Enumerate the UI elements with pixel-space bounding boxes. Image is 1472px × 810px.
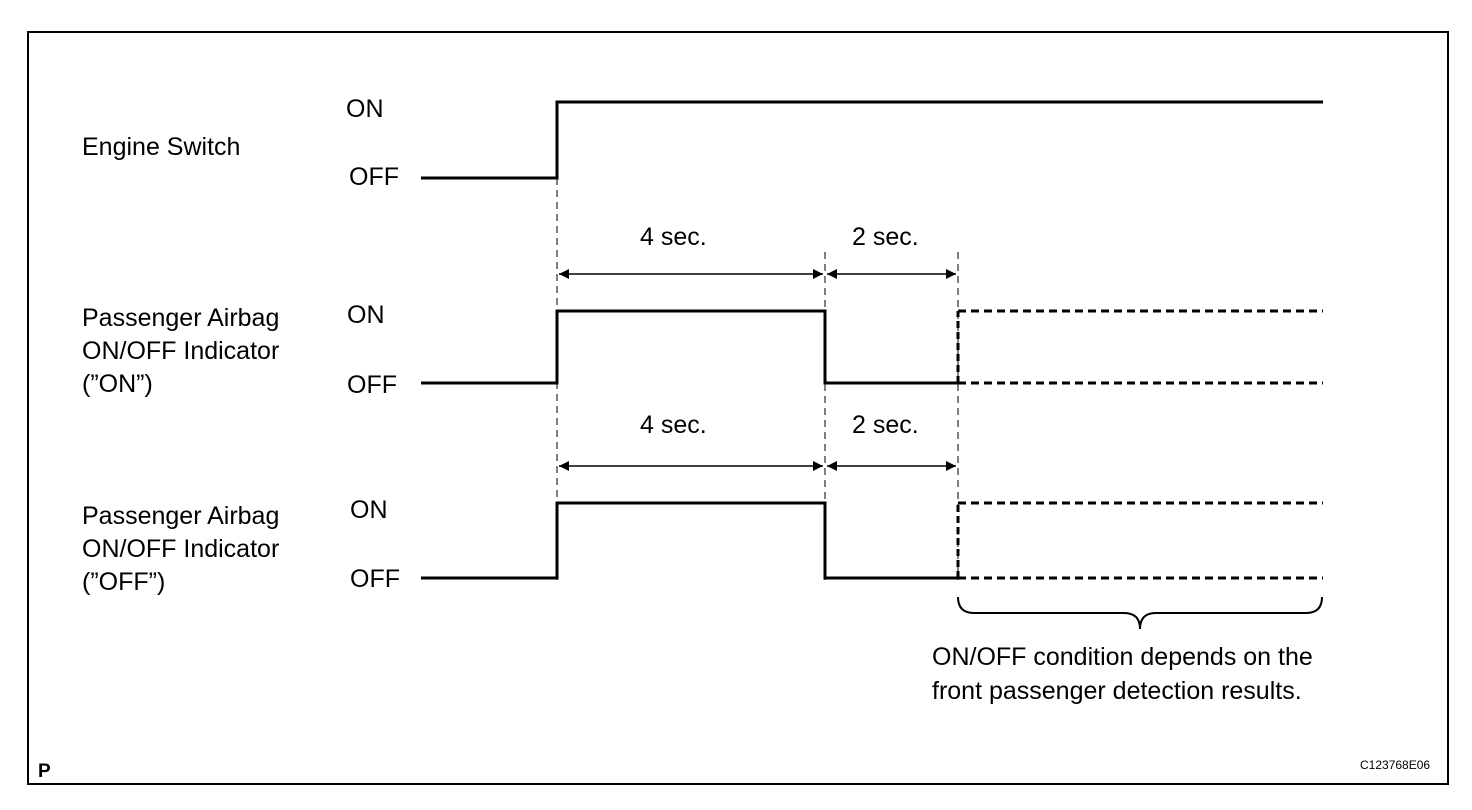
indicator-on-label-line3: (”ON”) (82, 370, 153, 398)
indicator-on-off-label: OFF (347, 371, 397, 399)
undetermined-region-brace (957, 596, 1323, 630)
figure-code: C123768E06 (1360, 758, 1430, 772)
interval-4sec-label-2: 4 sec. (640, 411, 707, 439)
engine-switch-waveform (421, 100, 1323, 180)
interval-4sec-label: 4 sec. (640, 223, 707, 251)
indicator-off-label-line3: (”OFF”) (82, 568, 165, 596)
indicator-off-label-line1: Passenger Airbag (82, 502, 279, 530)
indicator-off-waveform (421, 501, 958, 580)
engine-switch-on-label: ON (346, 95, 384, 123)
indicator-off-label-line2: ON/OFF Indicator (82, 535, 279, 563)
indicator-on-waveform (421, 309, 958, 385)
diagram-frame (27, 31, 1449, 785)
indicator-off-off-label: OFF (350, 565, 400, 593)
engine-switch-label: Engine Switch (82, 133, 240, 161)
interval-2sec-label-2: 2 sec. (852, 411, 919, 439)
indicator-on-undetermined-state (956, 309, 1323, 385)
indicator-off-on-label: ON (350, 496, 388, 524)
interval-2sec-label: 2 sec. (852, 223, 919, 251)
note-line-2: front passenger detection results. (932, 677, 1302, 705)
indicator-on-label-line1: Passenger Airbag (82, 304, 279, 332)
note-line-1: ON/OFF condition depends on the (932, 643, 1313, 671)
indicator-on-on-label: ON (347, 301, 385, 329)
engine-switch-off-label: OFF (349, 163, 399, 191)
corner-mark: P (38, 761, 51, 782)
indicator-on-label-line2: ON/OFF Indicator (82, 337, 279, 365)
indicator-off-undetermined-state (956, 501, 1323, 580)
